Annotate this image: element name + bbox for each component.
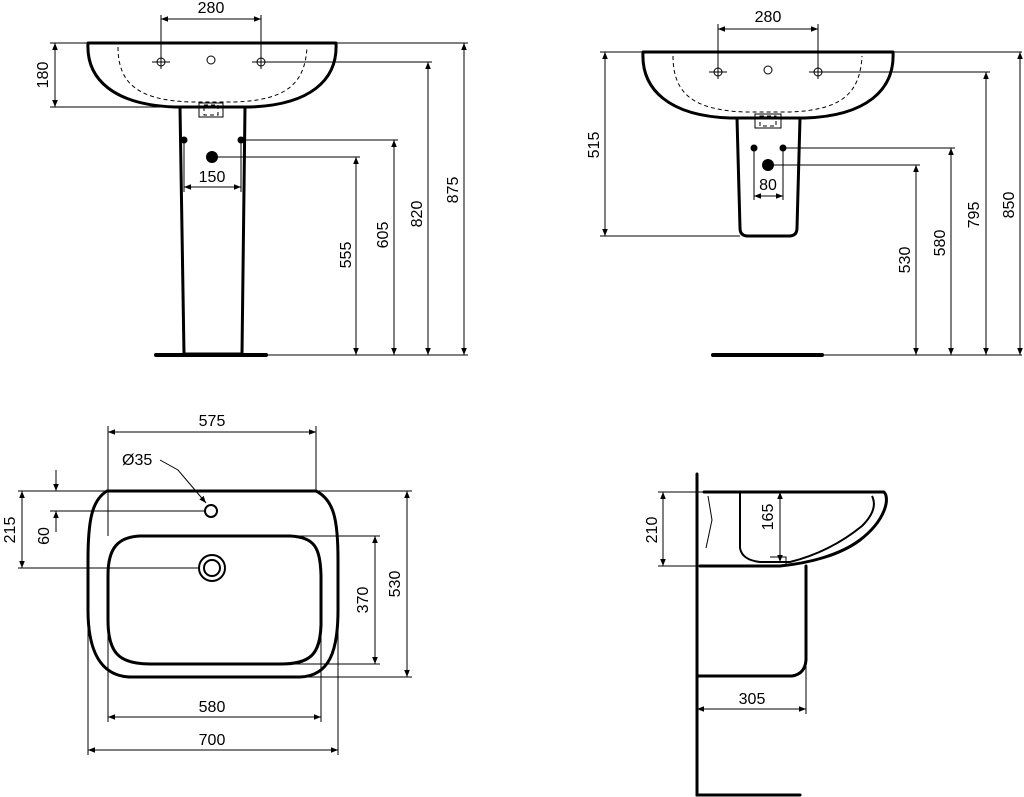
- front-view-pedestal: 280 180 150 555 605 820 875: [35, 0, 468, 357]
- dim-semi-tap-spacing: 280: [755, 9, 782, 26]
- dim-semi-waste-spacing: 80: [759, 177, 777, 194]
- dim-plan-width-575: 575: [199, 413, 226, 430]
- dim-plan-overall-width: 700: [199, 732, 226, 749]
- dim-plan-bowl-width: 580: [199, 699, 226, 716]
- dim-plan-taphole-offset: 60: [36, 527, 53, 545]
- plan-view: 575 Ø35 215 60 370 530 580 700: [2, 413, 412, 755]
- dim-side-projection: 305: [739, 691, 766, 708]
- semipedestal-side-outline: [695, 564, 808, 678]
- dim-plan-waste-offset: 215: [2, 517, 19, 544]
- semipedestal-outline: [735, 116, 802, 238]
- basin-plan-outline: [86, 489, 340, 679]
- dim-side-bowl-depth: 165: [760, 504, 777, 531]
- dim-semi-supply-height: 580: [932, 230, 949, 257]
- dim-front-tap-height: 820: [409, 201, 426, 228]
- dim-front-rim-height: 875: [445, 177, 462, 204]
- dim-plan-overall-depth: 530: [387, 571, 404, 598]
- dim-side-overall-height: 210: [644, 517, 661, 544]
- dim-front-waste-spacing: 150: [199, 169, 226, 186]
- dim-semi-fixing-height: 515: [586, 132, 603, 159]
- dim-plan-bowl-length: 370: [355, 587, 372, 614]
- dim-semi-tap-height: 795: [966, 202, 983, 229]
- basin-side-outline: [698, 490, 888, 568]
- dim-plan-taphole-diameter: Ø35: [122, 452, 152, 469]
- dim-semi-waste-height: 530: [897, 247, 914, 274]
- basin-outline: [86, 41, 338, 109]
- dim-front-waste-height: 555: [338, 242, 355, 269]
- side-view: 210 165 305: [644, 472, 888, 797]
- waste-outlet: [198, 554, 226, 582]
- front-view-semipedestal: 280 515 80 530 580 795 850: [586, 9, 1023, 357]
- dim-semi-rim-height: 850: [1001, 192, 1018, 219]
- pedestal-outline: [178, 105, 247, 356]
- taphole: [204, 504, 218, 518]
- dim-front-tap-spacing: 280: [198, 0, 225, 17]
- dim-front-basin-height: 180: [35, 62, 52, 89]
- basin-outline: [641, 50, 895, 120]
- dim-front-supply-height: 605: [375, 222, 392, 249]
